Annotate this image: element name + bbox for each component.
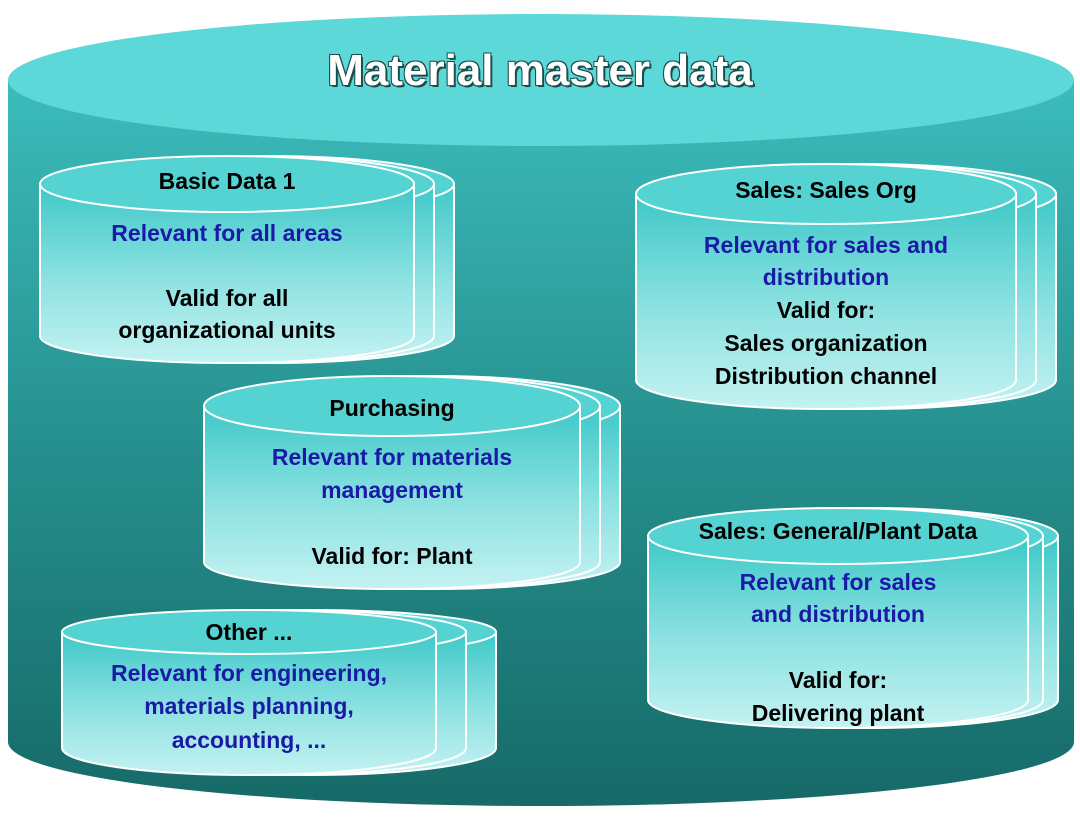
sales-org-cylinder-stack — [635, 163, 1057, 410]
purchasing-cylinder-stack — [203, 375, 621, 590]
sales-org-relevance-line-2: distribution — [762, 264, 890, 290]
sales-plant-relevance-line-1: Relevant for sales — [739, 569, 937, 595]
other-relevance-line-1: Relevant for engineering, — [110, 660, 388, 686]
basic-data-cylinder-stack — [39, 155, 455, 364]
purchasing-validity: Valid for: Plant — [311, 543, 473, 569]
sales-plant-cylinder-stack — [647, 507, 1059, 729]
purchasing-title: Purchasing — [329, 395, 455, 421]
sales-org-validity-line-3: Distribution channel — [714, 363, 938, 389]
sales-plant-relevance-line-2: and distribution — [751, 601, 925, 627]
basic-data-title: Basic Data 1 — [158, 168, 296, 194]
other-relevance-line-2: materials planning, — [144, 693, 354, 719]
sales-plant-validity-line-1: Valid for: — [788, 667, 888, 693]
sales-org-title: Sales: Sales Org — [735, 177, 917, 203]
sales-org-validity-line-2: Sales organization — [724, 330, 928, 356]
purchasing-relevance-line-1: Relevant for materials — [271, 444, 513, 470]
basic-data-validity-line-1: Valid for all — [165, 285, 289, 311]
sales-org-validity-line-1: Valid for: — [776, 297, 876, 323]
purchasing-relevance-line-2: management — [321, 477, 463, 503]
sales-plant-title: Sales: General/Plant Data — [698, 518, 978, 544]
other-relevance-line-3: accounting, ... — [171, 727, 327, 753]
sales-org-relevance-line-1: Relevant for sales and — [703, 232, 949, 258]
other-title: Other ... — [205, 619, 293, 645]
sales-plant-validity-line-2: Delivering plant — [751, 700, 925, 726]
basic-data-validity-line-2: organizational units — [118, 317, 336, 343]
basic-data-relevance: Relevant for all areas — [111, 220, 343, 246]
other-cylinder-stack — [61, 609, 497, 776]
diagram-title: Material master data — [327, 46, 753, 95]
